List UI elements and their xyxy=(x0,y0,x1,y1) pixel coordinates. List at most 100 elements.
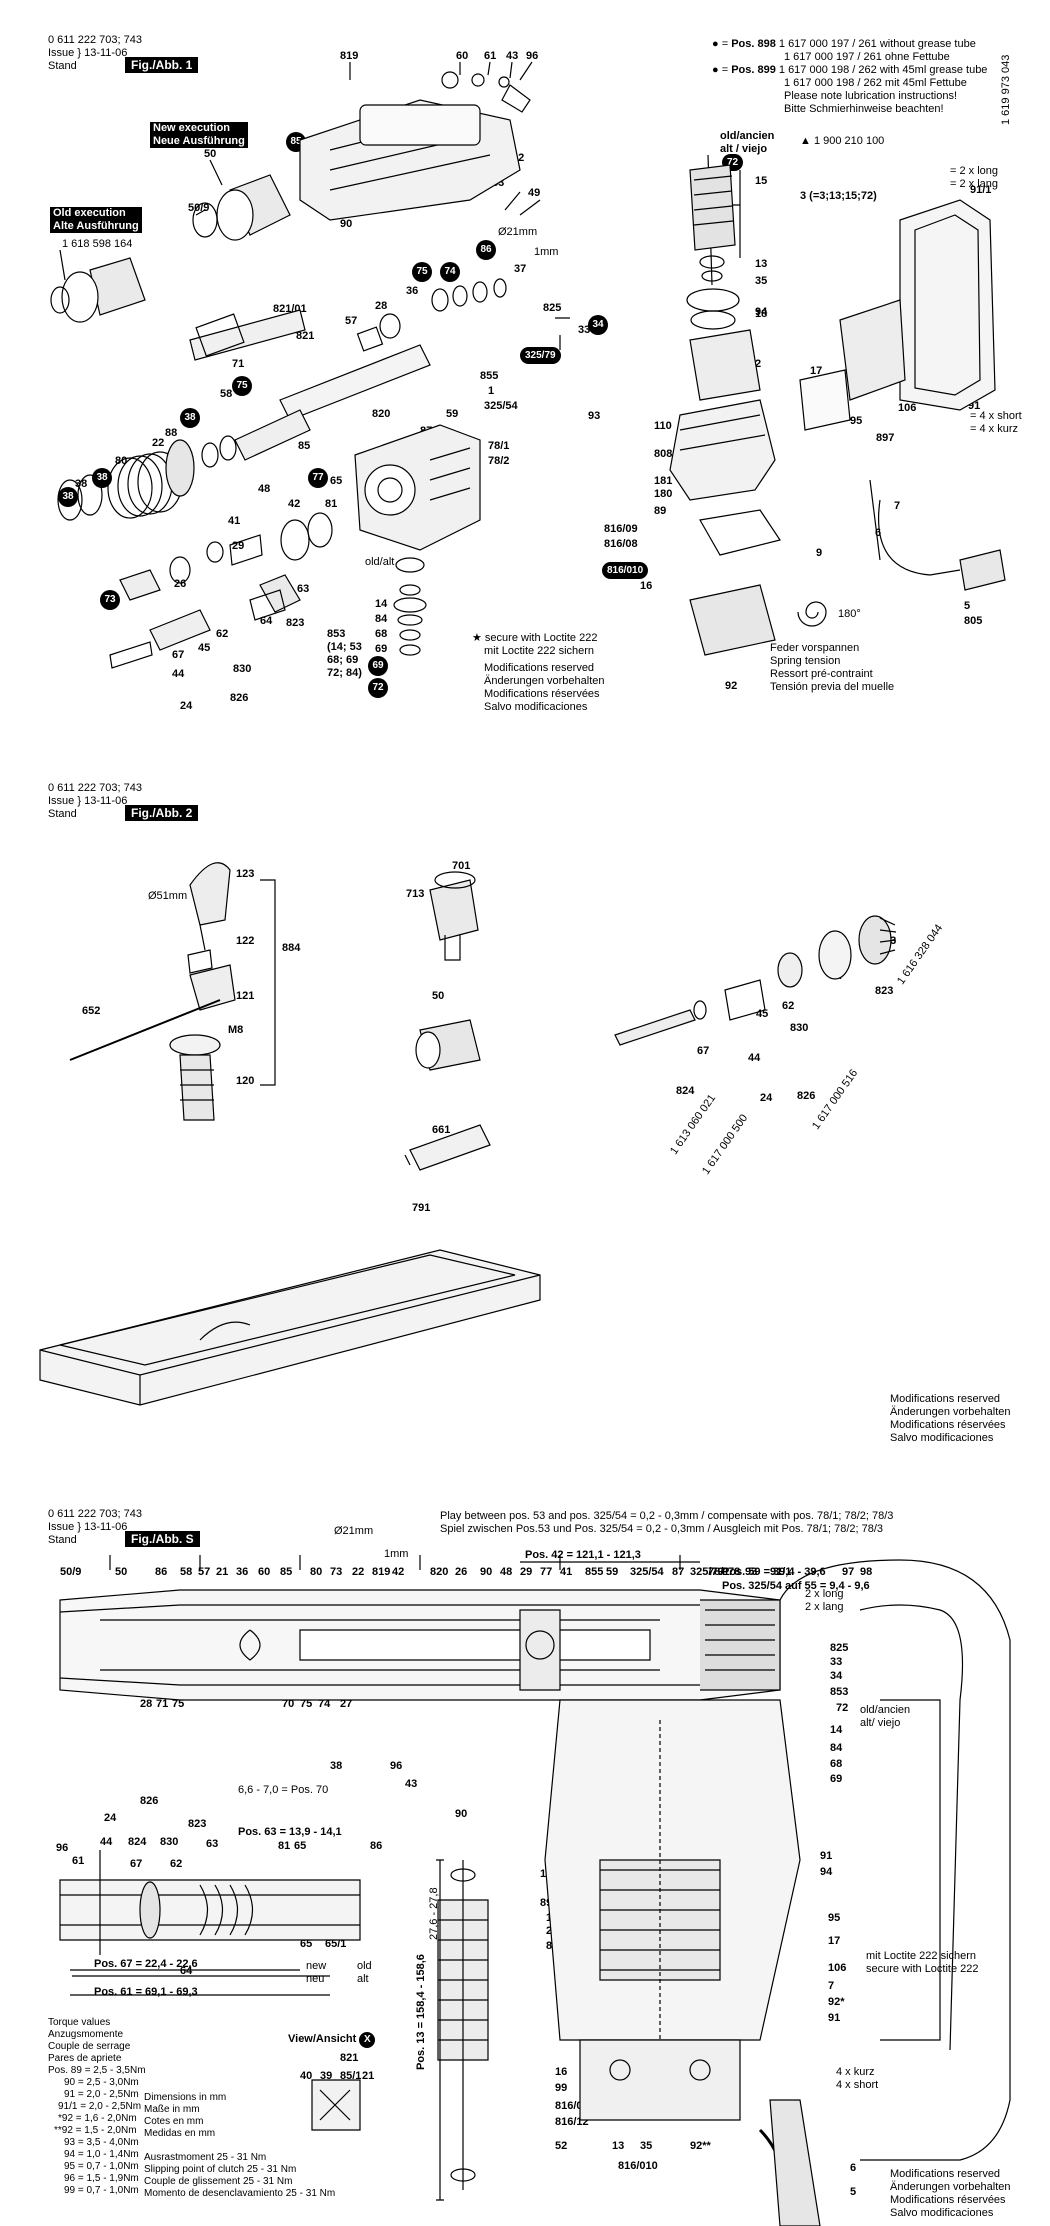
part-label: 106 xyxy=(898,402,917,414)
figS-part-label: 22 xyxy=(352,1566,365,1578)
figS-part-label: 98 xyxy=(860,1566,873,1578)
fig1-spindle-row xyxy=(189,278,507,421)
part-label: 826 xyxy=(797,1090,816,1102)
badge-75: 75 xyxy=(412,262,432,282)
part-label: 67 xyxy=(172,649,185,661)
figS-view-x-detail xyxy=(311,2079,361,2131)
torque-values-block: Torque values Anzugsmomente Couple de se… xyxy=(48,2017,146,2196)
figS-part-label: 7 xyxy=(828,1980,835,1992)
loctite-note: ★ secure with Loctite 222 mit Loctite 22… xyxy=(472,632,598,657)
figS-part-label: 28 xyxy=(140,1698,153,1710)
part-label: 325/54 xyxy=(484,400,518,412)
figS-part-label: 21 xyxy=(362,2070,375,2082)
figS-part-label: 87 xyxy=(672,1566,685,1578)
figS-part-label: 78 xyxy=(728,1566,741,1578)
part-label: 181 xyxy=(654,475,673,487)
kit-853: 853 (14; 53 68; 69 72; 84) xyxy=(327,628,362,679)
part-label: 42 xyxy=(288,498,301,510)
part-label: 6 xyxy=(875,527,882,539)
part-label: 62 xyxy=(216,628,229,640)
part-label: 16 xyxy=(640,580,653,592)
fig1-modifications: Modifications reserved Änderungen vorbeh… xyxy=(484,662,605,713)
figS-part-label: 35 xyxy=(640,2140,653,2152)
fig1-handle xyxy=(799,199,996,431)
view-x-label: View/Ansicht X xyxy=(288,2032,376,2048)
figS-top-leaders xyxy=(109,1555,681,1570)
fig1-spring-and-gear xyxy=(57,409,311,521)
fig1-tag: Fig./Abb. 1 xyxy=(125,57,199,73)
part-label: 89 xyxy=(654,505,667,517)
figS-part-label: 36 xyxy=(236,1566,249,1578)
figS-part-label: 325/79 xyxy=(690,1566,724,1578)
part-label: 791 xyxy=(412,1202,431,1214)
part-label: 823 xyxy=(286,617,305,629)
figS-part-label: 13 xyxy=(612,2140,625,2152)
part-label: 120 xyxy=(236,1075,255,1087)
fig1-field-and-housing xyxy=(669,329,781,656)
figS-part-label: 41 xyxy=(560,1566,573,1578)
figS-part-label: 48 xyxy=(500,1566,513,1578)
figS-part-label: 91/1 xyxy=(770,1566,792,1578)
pos325-dimension: Pos. 325/54 auf 55 = 9,4 - 9,6 xyxy=(722,1580,870,1592)
figS-part-label: 830 xyxy=(160,1836,179,1848)
figS-part-label: 65/1 xyxy=(325,1938,347,1950)
figS-part-label: 27 xyxy=(340,1698,353,1710)
part-label: 123 xyxy=(236,868,255,880)
figS-part-label: 90 xyxy=(480,1566,493,1578)
figS-part-label: 33 xyxy=(830,1656,843,1668)
figS-part-label: 826 xyxy=(140,1795,159,1807)
part-label: 44 xyxy=(748,1052,761,1064)
figS-part-label: 43 xyxy=(405,1778,418,1790)
figS-part-label: 59 xyxy=(606,1566,619,1578)
figS-motor-section xyxy=(544,1699,801,2121)
figS-part-label: 44 xyxy=(100,1836,113,1848)
part-label: 33 xyxy=(578,324,591,336)
part-label: 81 xyxy=(325,498,338,510)
figS-diameter: Ø21mm xyxy=(334,1525,374,1537)
part-label: 22 xyxy=(152,437,165,449)
figS-part-label: 6 xyxy=(850,2162,857,2174)
figS-part-label: 42 xyxy=(392,1566,405,1578)
part-label: 823 xyxy=(875,985,894,997)
part-label: 884 xyxy=(282,942,301,954)
play-note: Play between pos. 53 and pos. 325/54 = 0… xyxy=(440,1510,894,1535)
part-label: 816/09 xyxy=(604,523,638,535)
figS-part-label: 21 xyxy=(216,1566,229,1578)
part-label: 14 xyxy=(375,598,388,610)
part-label: 18 xyxy=(755,308,768,320)
part-label: 48 xyxy=(258,483,271,495)
part-label: 64 xyxy=(260,615,273,627)
part-label: 71 xyxy=(232,358,245,370)
figS-part-label: 34 xyxy=(830,1670,843,1682)
part-label: 59 xyxy=(446,408,459,420)
figS-part-label: 77 xyxy=(540,1566,553,1578)
figS-part-label: 17 xyxy=(828,1935,841,1947)
figS-part-label: 74 xyxy=(318,1698,331,1710)
figS-part-label: 2 xyxy=(546,1925,553,1937)
grease-notes: ● = Pos. 898 1 617 000 197 / 261 without… xyxy=(712,38,988,115)
figS-part-label: 75 xyxy=(172,1698,185,1710)
figS-part-label: 85/1 xyxy=(340,2070,362,2082)
fig1-old-new-label: old/ancien alt / viejo xyxy=(720,130,775,155)
figS-part-label: 50/9 xyxy=(60,1566,82,1578)
fig2-spindle-assembly xyxy=(614,915,897,1046)
fig1-header: 0 611 222 703; 743 Issue } 13-11-06 Stan… xyxy=(48,34,142,72)
part-label: 60 xyxy=(456,50,469,62)
figS-part-label: 853 xyxy=(830,1686,849,1698)
part-label: 44 xyxy=(172,668,185,680)
spring-note: Feder vorspannen Spring tension Ressort … xyxy=(770,642,895,693)
fig1-diameter: Ø21mm xyxy=(498,226,538,238)
figS-part-label: 92** xyxy=(690,2140,711,2152)
part-label: 897 xyxy=(876,432,895,444)
part-label: 45 xyxy=(198,642,211,654)
part-label: 17 xyxy=(810,365,823,377)
old-alt-865: old/alt xyxy=(365,556,395,568)
part-label: 61 xyxy=(484,50,497,62)
figS-part-label: 70 xyxy=(282,1698,295,1710)
part-label: 2 xyxy=(755,358,762,370)
figS-part-label: 86 xyxy=(370,1840,383,1852)
part-label: 45 xyxy=(756,1008,769,1020)
figS-part-label: 823 xyxy=(188,1818,207,1830)
badge-73: 73 xyxy=(100,590,120,610)
